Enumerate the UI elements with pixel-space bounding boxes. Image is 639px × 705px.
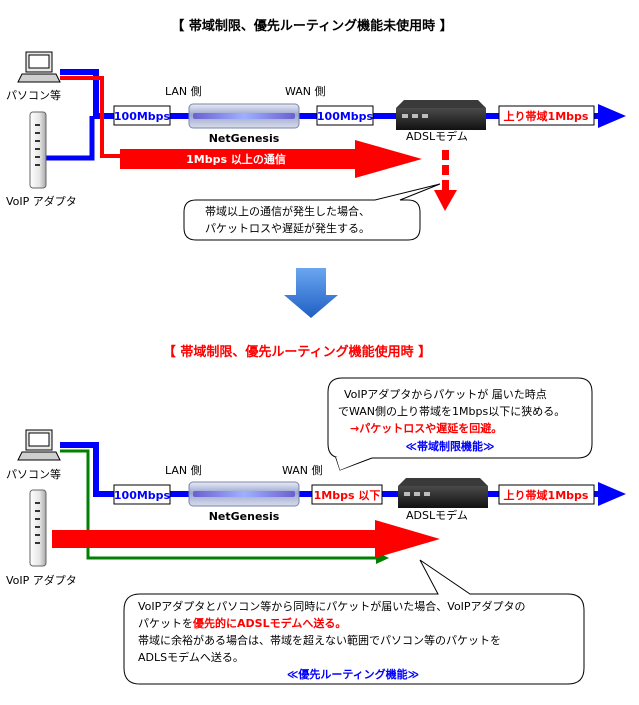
bottom-pc-label: パソコン等 bbox=[6, 467, 61, 481]
bottom-router-name: NetGenesis bbox=[209, 510, 280, 523]
top-modem-label: ADSLモデム bbox=[406, 129, 468, 143]
top-voip-line bbox=[46, 116, 95, 161]
svg-text:パケットロスや遅延が発生する。: パケットロスや遅延が発生する。 bbox=[205, 221, 370, 235]
svg-text:≪優先ルーティング機能≫: ≪優先ルーティング機能≫ bbox=[287, 667, 419, 681]
svg-text:VoIPアダプタからパケットが 届いた時点: VoIPアダプタからパケットが 届いた時点 bbox=[344, 387, 547, 401]
bottom-wan-label: WAN 側 bbox=[282, 464, 323, 477]
svg-text:上り帯域1Mbps: 上り帯域1Mbps bbox=[504, 488, 589, 502]
bottom-adsl-modem-icon bbox=[398, 478, 488, 508]
svg-text:パケットを優先的にADSLモデムへ送る。: パケットを優先的にADSLモデムへ送る。 bbox=[138, 616, 346, 630]
top-upstream-box: 上り帯域1Mbps bbox=[498, 105, 595, 126]
bottom-pc-icon bbox=[17, 429, 61, 461]
bottom-upstream-box: 上り帯域1Mbps bbox=[498, 484, 595, 505]
bottom-voip-label: VoIP アダプタ bbox=[6, 573, 77, 587]
section-transition-arrow bbox=[284, 268, 338, 318]
top-pc-label: パソコン等 bbox=[6, 88, 61, 102]
top-lan-label: LAN 側 bbox=[165, 85, 202, 98]
svg-text:1Mbps 以下: 1Mbps 以下 bbox=[314, 489, 381, 502]
bottom-wan-speed-box: 1Mbps 以下 bbox=[311, 484, 383, 505]
bottom-modem-label: ADSLモデム bbox=[406, 508, 468, 522]
top-wan-speed-box: 100Mbps bbox=[316, 105, 374, 126]
svg-text:100Mbps: 100Mbps bbox=[114, 489, 171, 502]
priority-line2-emphasis: 優先的にADSLモデムへ送る。 bbox=[192, 616, 346, 630]
top-router-icon bbox=[188, 103, 300, 129]
top-flow-arrow bbox=[120, 140, 422, 178]
bottom-voip-adapter-icon bbox=[29, 489, 47, 567]
bottom-lan-label: LAN 側 bbox=[165, 464, 202, 477]
bottom-flow-arrow bbox=[52, 520, 440, 558]
top-lan-speed-box: 100Mbps bbox=[113, 105, 171, 126]
top-loss-arrow bbox=[434, 150, 457, 211]
svg-text:VoIPアダプタとパソコン等から同時にパケットが届いた場合、: VoIPアダプタとパソコン等から同時にパケットが届いた場合、VoIPアダプタの bbox=[138, 599, 526, 613]
svg-text:100Mbps: 100Mbps bbox=[317, 110, 374, 123]
svg-text:ADLSモデムへ送る。: ADLSモデムへ送る。 bbox=[138, 650, 244, 664]
top-adsl-modem-icon bbox=[396, 100, 486, 130]
top-wan-label: WAN 側 bbox=[285, 85, 326, 98]
svg-text:帯域に余裕がある場合は、帯域を超えない範囲でパソコン等のパケ: 帯域に余裕がある場合は、帯域を超えない範囲でパソコン等のパケットを bbox=[138, 633, 501, 647]
svg-text:→パケットロスや遅延を回避。: →パケットロスや遅延を回避。 bbox=[350, 421, 502, 435]
top-router-name: NetGenesis bbox=[209, 132, 280, 145]
top-pc-icon bbox=[17, 51, 61, 83]
bandwidth-limit-callout: VoIPアダプタからパケットが 届いた時点 でWAN側の上り帯域を1Mbps以下… bbox=[327, 377, 593, 471]
top-flow-label: 1Mbps 以上の通信 bbox=[186, 152, 286, 166]
bottom-title: 【 帯域制限、優先ルーティング機能使用時 】 bbox=[163, 344, 431, 360]
svg-text:≪帯域制限機能≫: ≪帯域制限機能≫ bbox=[405, 439, 494, 453]
top-voip-adapter-icon bbox=[29, 111, 47, 189]
svg-text:上り帯域1Mbps: 上り帯域1Mbps bbox=[504, 109, 589, 123]
top-callout: 帯域以上の通信が発生した場合、 パケットロスや遅延が発生する。 bbox=[183, 183, 441, 241]
svg-text:でWAN側の上り帯域を1Mbps以下に狭める。: でWAN側の上り帯域を1Mbps以下に狭める。 bbox=[338, 405, 565, 418]
top-voip-label: VoIP アダプタ bbox=[6, 194, 77, 208]
svg-text:帯域以上の通信が発生した場合、: 帯域以上の通信が発生した場合、 bbox=[205, 204, 370, 218]
bottom-router-icon bbox=[188, 481, 300, 507]
svg-text:100Mbps: 100Mbps bbox=[114, 110, 171, 123]
bottom-lan-speed-box: 100Mbps bbox=[113, 484, 171, 505]
priority-line2-plain: パケットを bbox=[138, 617, 193, 630]
top-pc-red-line bbox=[60, 76, 120, 158]
priority-routing-callout: VoIPアダプタとパソコン等から同時にパケットが届いた場合、VoIPアダプタの … bbox=[123, 559, 585, 685]
top-title: 【 帯域制限、優先ルーティング機能未使用時 】 bbox=[171, 18, 452, 34]
